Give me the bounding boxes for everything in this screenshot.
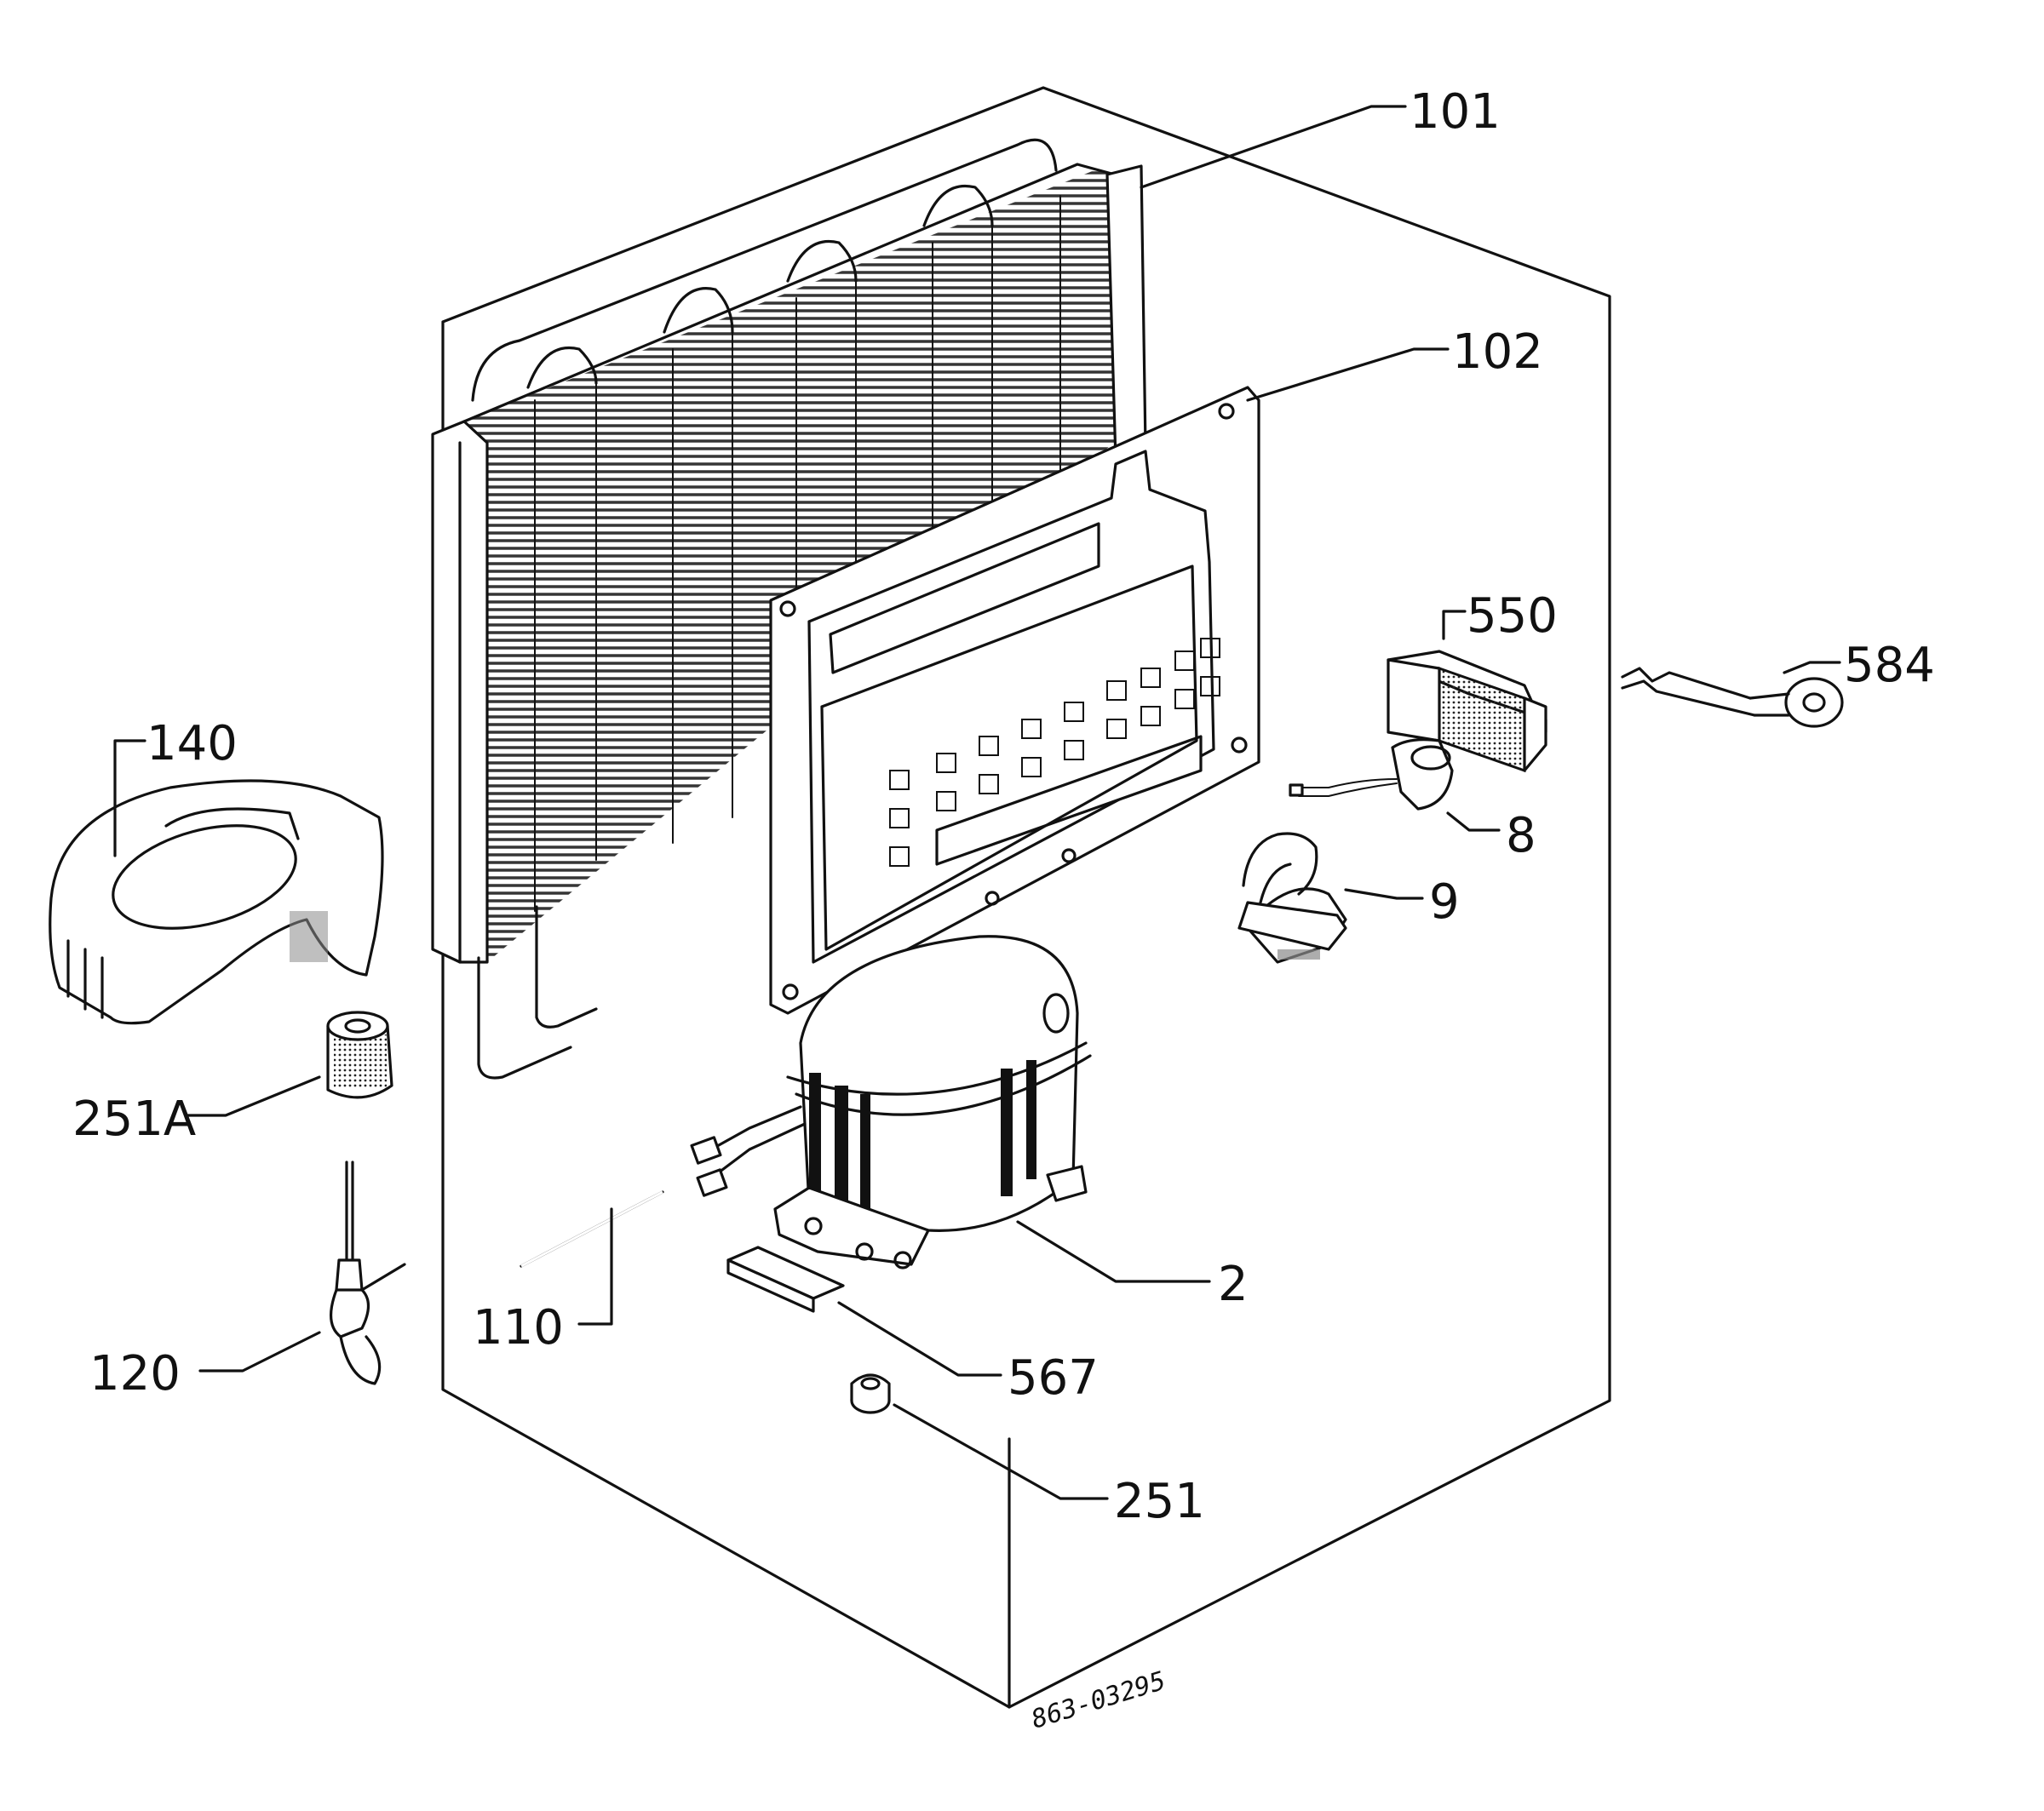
callout-labels: 101 102 550 584 140 8 9 251A 2 110 120 5… — [72, 84, 1935, 1529]
grommet-part-251 — [850, 1373, 891, 1414]
callout-8: 8 — [1506, 808, 1536, 863]
callout-101: 101 — [1410, 84, 1501, 140]
callout-251A: 251A — [72, 1092, 196, 1147]
callout-567: 567 — [1008, 1350, 1099, 1406]
callout-2: 2 — [1218, 1257, 1249, 1312]
callout-584: 584 — [1844, 638, 1935, 693]
callout-102: 102 — [1452, 324, 1543, 380]
panel-part-102 — [769, 386, 1260, 1015]
filter-drier-part-120 — [330, 1161, 406, 1385]
bracket-part-550 — [1387, 650, 1547, 773]
drawing-code: 863-03295 — [1028, 1666, 1169, 1735]
callout-leaders — [113, 105, 1841, 1500]
sleeve-part-251A — [326, 1011, 393, 1099]
earth-strap-part-584 — [1621, 667, 1844, 728]
tube-part-110 — [520, 1190, 664, 1268]
callout-550: 550 — [1467, 588, 1558, 644]
callout-9: 9 — [1429, 874, 1460, 930]
drip-tray-part-140 — [49, 779, 384, 1025]
callout-120: 120 — [89, 1346, 181, 1401]
mounting-plate-part-567 — [726, 1246, 845, 1313]
callout-110: 110 — [473, 1300, 564, 1355]
callout-140: 140 — [146, 716, 238, 771]
relay-holder-part-9 — [1237, 832, 1347, 964]
switch-part-8 — [1289, 738, 1454, 811]
cabinet-outline — [441, 86, 1611, 1709]
compressor-part-2 — [690, 935, 1092, 1269]
callout-251: 251 — [1114, 1474, 1205, 1529]
